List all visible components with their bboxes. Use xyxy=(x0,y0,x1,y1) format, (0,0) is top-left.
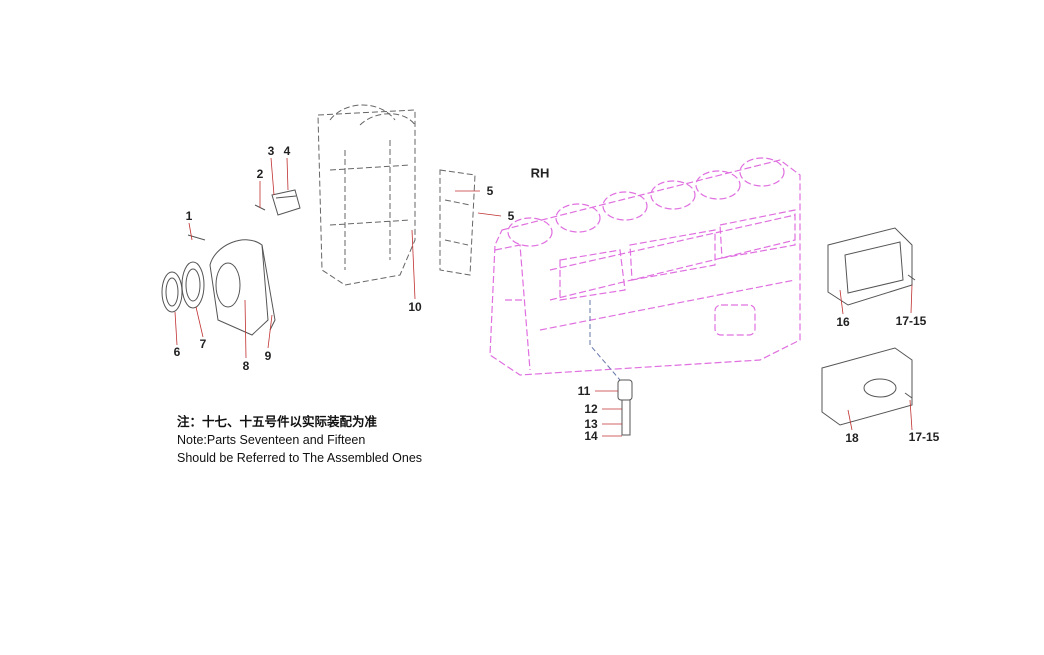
callout-10: 10 xyxy=(408,300,422,314)
callout-16: 16 xyxy=(836,315,850,329)
cylinder-block-rh xyxy=(489,157,801,376)
front-cover-parts xyxy=(161,189,301,336)
callout-18: 18 xyxy=(845,431,859,445)
part-11-14 xyxy=(617,379,633,436)
callout-2: 2 xyxy=(256,167,264,181)
callout-9: 9 xyxy=(264,349,272,363)
callout-4: 4 xyxy=(283,144,291,158)
callout-6: 6 xyxy=(173,345,181,359)
callout-17-15b: 17-15 xyxy=(908,430,940,444)
cylinder-block-front xyxy=(317,104,476,286)
callout-14: 14 xyxy=(584,429,598,443)
callout-11: 11 xyxy=(577,384,591,398)
note-english-line1: Note:Parts Seventeen and Fifteen xyxy=(177,433,366,447)
callout-12: 12 xyxy=(584,402,598,416)
leader-line-11 xyxy=(589,300,621,381)
callout-5a: 5 xyxy=(486,184,494,198)
callout-8: 8 xyxy=(242,359,250,373)
callout-17-15a: 17-15 xyxy=(895,314,927,328)
callout-3: 3 xyxy=(267,144,275,158)
callout-5b: 5 xyxy=(507,209,515,223)
note-chinese: 注：十七、十五号件以实际装配为准 xyxy=(177,415,378,429)
leader-lines xyxy=(174,157,913,437)
callout-13: 13 xyxy=(584,417,598,431)
callout-7: 7 xyxy=(199,337,207,351)
note-english-line2: Should be Referred to The Assembled Ones xyxy=(177,451,423,465)
view-label-rh: RH xyxy=(530,165,550,181)
callout-1: 1 xyxy=(185,209,193,223)
